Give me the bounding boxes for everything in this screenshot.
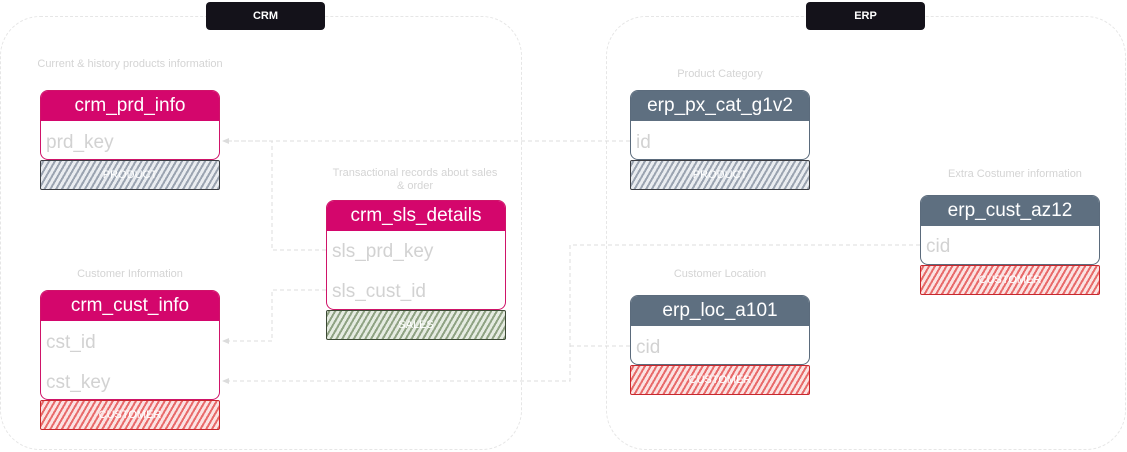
tag-customer: CUSTOMER [630,365,810,395]
table-title: crm_sls_details [327,201,505,231]
table-title: crm_prd_info [41,91,219,121]
table-crm-prd-info[interactable]: crm_prd_info prd_key [40,90,220,160]
caption-erp-loc: Customer Location [673,268,767,280]
field-prd-key: prd_key [46,132,114,153]
table-erp-loc-a101[interactable]: erp_loc_a101 cid [630,295,810,365]
table-title: erp_cust_az12 [921,196,1099,226]
field-id: id [636,132,651,153]
link-cust-az12-to-cst-key [228,244,920,382]
arrow-head-cst-key [222,378,229,384]
table-title: erp_px_cat_g1v2 [631,91,809,121]
caption-erp-px-cat: Product Category [677,68,763,80]
tag-customer: CUSTOMER [40,400,220,430]
crm-group-label: CRM [206,2,325,30]
table-title: erp_loc_a101 [631,296,809,326]
tag-sales: SALES [326,310,506,340]
caption-erp-cust: Extra Costumer information [948,168,1082,180]
field-sls-cust-id: sls_cust_id [332,281,426,302]
table-erp-cust-az12[interactable]: erp_cust_az12 cid [920,195,1100,265]
table-erp-px-cat-g1v2[interactable]: erp_px_cat_g1v2 id [630,90,810,160]
caption-crm-sls-details: Transactional records about sales & orde… [332,167,498,192]
arrow-head-cst-id [222,338,229,344]
link-sls-prd-key-to-prd-key [228,140,326,251]
field-cid: cid [926,236,951,257]
table-crm-cust-info[interactable]: crm_cust_info cst_id cst_key [40,290,220,400]
erp-group-label: ERP [806,2,925,30]
field-cid: cid [636,337,661,358]
table-crm-sls-details[interactable]: crm_sls_details sls_prd_key sls_cust_id [326,200,506,310]
tag-product: PRODUCT [630,160,810,190]
table-title: crm_cust_info [41,291,219,321]
field-cst-id: cst_id [46,332,96,353]
caption-crm-prd-info: Current & history products information [37,58,223,70]
arrow-head-prd-key [222,138,229,144]
tag-product: PRODUCT [40,160,220,190]
field-sls-prd-key: sls_prd_key [332,241,434,262]
link-sls-cust-id-to-cst-id [228,289,326,342]
caption-crm-cust-info: Customer Information [77,268,183,280]
field-cst-key: cst_key [46,372,111,393]
tag-customer: CUSTOMER [920,265,1100,295]
